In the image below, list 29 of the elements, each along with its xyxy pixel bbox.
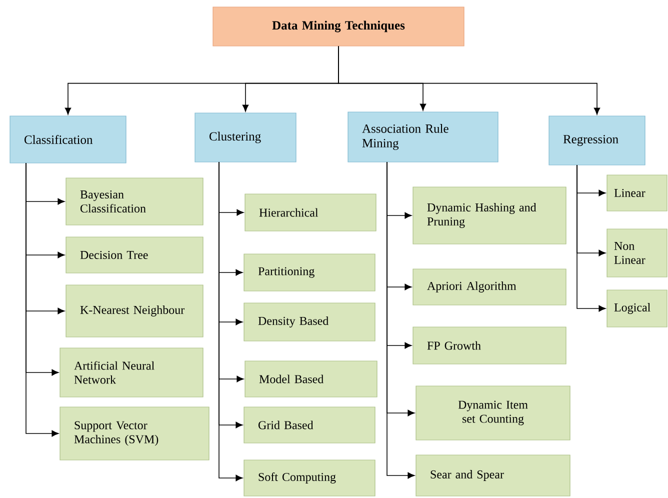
technique-box: Grid Based: [244, 406, 376, 444]
category-box: Classification: [10, 116, 126, 164]
arrow: [218, 162, 243, 482]
technique-box: Support Vector Machines (SVM): [60, 406, 210, 460]
technique-box: Dynamic Item set Counting: [416, 386, 570, 440]
arrow: [26, 162, 59, 437]
arrow: [576, 164, 606, 312]
category-box: Regression: [548, 116, 646, 166]
technique-box: Hierarchical: [244, 194, 376, 232]
technique-box: Soft Computing: [244, 460, 376, 496]
technique-box: Partitioning: [244, 254, 376, 292]
technique-box: Decision Tree: [66, 236, 204, 274]
technique-box: Dynamic Hashing and Pruning: [412, 186, 566, 244]
technique-box: Bayesian Classification: [66, 178, 204, 226]
technique-box: Linear: [606, 174, 668, 212]
technique-box: Model Based: [244, 360, 378, 398]
technique-box: Sear and Spear: [416, 454, 570, 496]
category-box: Clustering: [194, 112, 296, 162]
technique-box: FP Growth: [412, 326, 566, 364]
technique-box: Apriori Algorithm: [412, 268, 566, 306]
arrow: [338, 46, 600, 115]
category-box: Association Rule Mining: [348, 112, 498, 162]
title-box: Data Mining Techniques: [212, 6, 464, 46]
technique-box: Logical: [606, 290, 668, 328]
technique-box: Density Based: [244, 302, 376, 342]
technique-box: Non Linear: [606, 228, 668, 278]
technique-box: Artificial Neural Network: [60, 348, 204, 398]
arrow: [386, 162, 415, 479]
technique-box: K-Nearest Neighbour: [66, 284, 204, 338]
